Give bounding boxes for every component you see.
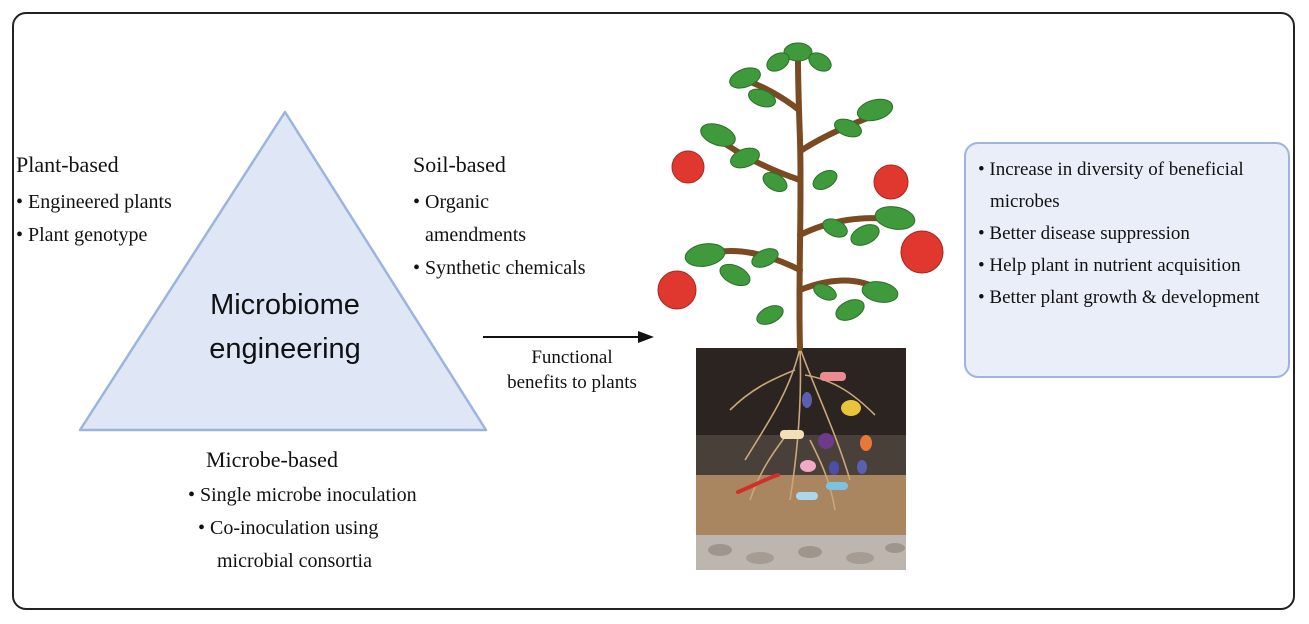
microbe-based-heading: Microbe-based — [206, 447, 338, 472]
plant-soil-illustration — [657, 42, 944, 570]
triangle-title-line2: engineering — [209, 333, 361, 365]
triangle-shape — [78, 110, 488, 432]
soil-based-item: • Synthetic chemicals — [413, 257, 586, 279]
microbe-based-item: • Single microbe inoculation — [188, 484, 417, 506]
arrow-label-line2: benefits to plants — [507, 372, 637, 393]
benefit-item: • Better plant growth & development — [978, 287, 1260, 308]
triangle-title-line1: Microbiome — [210, 289, 360, 321]
tomato-plant-icon — [657, 42, 944, 351]
arrow-label-line1: Functional — [531, 347, 613, 368]
benefits-box: • Increase in diversity of beneficial mi… — [964, 142, 1290, 378]
microbe-based-item-cont: microbial consortia — [217, 550, 372, 572]
plant-based-item: • Engineered plants — [16, 191, 172, 213]
diagram-frame — [12, 12, 1295, 610]
plant-based-heading: Plant-based — [16, 152, 119, 177]
arrow-head — [638, 331, 654, 343]
microbe-based-item: • Co-inoculation using — [198, 517, 379, 539]
arrow-label: Functional benefits to plants — [487, 345, 657, 395]
plant-based-group: Plant-based • Engineered plants • Plant … — [16, 152, 172, 252]
soil-with-microbes-icon — [696, 347, 906, 570]
benefit-item: • Increase in diversity of beneficial mi… — [978, 159, 1244, 212]
plant-based-item: • Plant genotype — [16, 224, 148, 246]
benefit-item: • Better disease suppression — [978, 223, 1190, 244]
soil-based-item: • Organic — [413, 191, 490, 213]
soil-based-heading: Soil-based — [413, 152, 506, 177]
benefit-item: • Help plant in nutrient acquisition — [978, 255, 1241, 276]
microbe-based-group: Microbe-based • Single microbe inoculati… — [188, 447, 417, 578]
soil-based-item-cont: amendments — [425, 224, 527, 246]
soil-based-group: Soil-based • Organic amendments • Synthe… — [413, 152, 586, 285]
triangle-title: Microbiome engineering — [180, 283, 390, 371]
